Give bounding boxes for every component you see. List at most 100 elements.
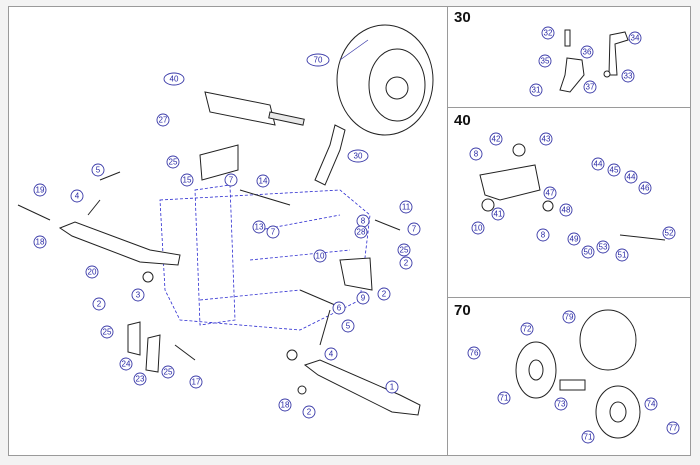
bar-20 bbox=[58, 221, 181, 266]
callout-40-label: 40 bbox=[170, 75, 179, 84]
plate-24 bbox=[127, 321, 141, 356]
callout-44b: 44 bbox=[624, 170, 638, 184]
lever-30 bbox=[314, 124, 346, 186]
callout-18: 18 bbox=[33, 235, 47, 249]
callout-30: 30 bbox=[347, 149, 369, 163]
callout-77-label: 77 bbox=[669, 424, 678, 433]
callout-41: 41 bbox=[491, 207, 505, 221]
callout-18-label: 18 bbox=[36, 238, 45, 247]
callout-25b-label: 25 bbox=[400, 246, 409, 255]
callout-7c-label: 7 bbox=[412, 225, 417, 234]
callout-10: 10 bbox=[313, 249, 327, 263]
callout-15-label: 15 bbox=[183, 176, 192, 185]
callout-36-label: 36 bbox=[583, 48, 592, 57]
callout-51: 51 bbox=[615, 248, 629, 262]
callout-11-label: 11 bbox=[402, 203, 411, 212]
callout-3-label: 3 bbox=[136, 291, 141, 300]
callout-33-label: 33 bbox=[624, 72, 633, 81]
callout-25c: 25 bbox=[100, 325, 114, 339]
p30-callouts: 32 36 34 35 33 31 37 bbox=[529, 26, 642, 97]
callout-47: 47 bbox=[543, 186, 557, 200]
panel-title-70: 70 bbox=[454, 302, 471, 319]
callout-3: 3 bbox=[131, 288, 145, 302]
callout-14: 14 bbox=[256, 174, 270, 188]
bushing-3b bbox=[286, 349, 298, 361]
callout-37-label: 37 bbox=[586, 83, 595, 92]
callout-25d: 25 bbox=[161, 365, 175, 379]
callout-25: 25 bbox=[166, 155, 180, 169]
callout-36: 36 bbox=[580, 45, 594, 59]
callout-18b-label: 18 bbox=[281, 401, 290, 410]
callout-42-label: 42 bbox=[492, 135, 501, 144]
callout-8b-label: 8 bbox=[541, 231, 546, 240]
callout-5b-label: 5 bbox=[346, 322, 351, 331]
panel-40-drawing: 42 43 8 44 45 44 46 47 48 49 50 53 51 52… bbox=[469, 132, 676, 262]
callout-53-label: 53 bbox=[599, 243, 608, 252]
bushing-3 bbox=[142, 271, 154, 283]
callout-2b-label: 2 bbox=[382, 290, 387, 299]
callout-2c-label: 2 bbox=[97, 300, 102, 309]
callout-71b-label: 71 bbox=[584, 433, 593, 442]
callout-6-label: 6 bbox=[337, 304, 342, 313]
callout-23: 23 bbox=[133, 372, 147, 386]
callout-49-label: 49 bbox=[570, 235, 579, 244]
callout-17: 17 bbox=[189, 375, 203, 389]
callout-70-label: 70 bbox=[314, 56, 323, 65]
rod-6 bbox=[299, 289, 336, 306]
pin-4 bbox=[87, 199, 101, 216]
callout-9: 9 bbox=[356, 291, 370, 305]
callout-5: 5 bbox=[91, 163, 105, 177]
callout-49: 49 bbox=[567, 232, 581, 246]
pin-11 bbox=[374, 219, 401, 231]
chassis-frame-inner bbox=[194, 184, 351, 326]
callout-48-label: 48 bbox=[562, 206, 571, 215]
callout-25d-label: 25 bbox=[164, 368, 173, 377]
callout-48: 48 bbox=[559, 203, 573, 217]
callout-71b: 71 bbox=[581, 430, 595, 444]
callout-44b-label: 44 bbox=[627, 173, 636, 182]
panel-title-40: 40 bbox=[454, 112, 471, 129]
callout-74-label: 74 bbox=[647, 400, 656, 409]
callout-10b-label: 10 bbox=[474, 224, 483, 233]
callout-44a: 44 bbox=[591, 157, 605, 171]
callout-76-label: 76 bbox=[470, 349, 479, 358]
callout-23-label: 23 bbox=[136, 375, 145, 384]
callout-13: 13 bbox=[252, 220, 266, 234]
callout-7a: 7 bbox=[224, 173, 238, 187]
callout-32-label: 32 bbox=[544, 29, 553, 38]
callout-4-label: 4 bbox=[75, 192, 80, 201]
panel-70-drawing: 72 79 76 71 73 74 77 71 bbox=[467, 309, 680, 444]
callout-70: 70 bbox=[306, 53, 330, 67]
bracket-9 bbox=[339, 257, 373, 291]
callout-6: 6 bbox=[332, 301, 346, 315]
callout-47-label: 47 bbox=[546, 189, 555, 198]
callout-8b: 8 bbox=[536, 228, 550, 242]
callout-10-label: 10 bbox=[316, 252, 325, 261]
callout-5b: 5 bbox=[341, 319, 355, 333]
callout-34: 34 bbox=[628, 31, 642, 45]
callout-2b: 2 bbox=[377, 287, 391, 301]
callout-11: 11 bbox=[399, 200, 413, 214]
wheel-70 bbox=[336, 24, 434, 136]
callout-33: 33 bbox=[621, 69, 635, 83]
callout-20: 20 bbox=[85, 265, 99, 279]
callout-5-label: 5 bbox=[96, 166, 101, 175]
divider-30-40 bbox=[447, 107, 691, 108]
plate-23 bbox=[145, 334, 161, 373]
callout-37: 37 bbox=[583, 80, 597, 94]
callout-15: 15 bbox=[180, 173, 194, 187]
callout-46: 46 bbox=[638, 181, 652, 195]
callout-7c: 7 bbox=[407, 222, 421, 236]
callout-14-label: 14 bbox=[259, 177, 268, 186]
callout-35-label: 35 bbox=[541, 57, 550, 66]
callout-43-label: 43 bbox=[542, 135, 551, 144]
callout-42: 42 bbox=[489, 132, 503, 146]
callout-13-label: 13 bbox=[255, 223, 264, 232]
callout-73-label: 73 bbox=[557, 400, 566, 409]
callout-77: 77 bbox=[666, 421, 680, 435]
panel-title-30: 30 bbox=[454, 9, 471, 26]
callout-79-label: 79 bbox=[565, 313, 574, 322]
callout-24-label: 24 bbox=[122, 360, 131, 369]
callout-9-label: 9 bbox=[361, 294, 366, 303]
